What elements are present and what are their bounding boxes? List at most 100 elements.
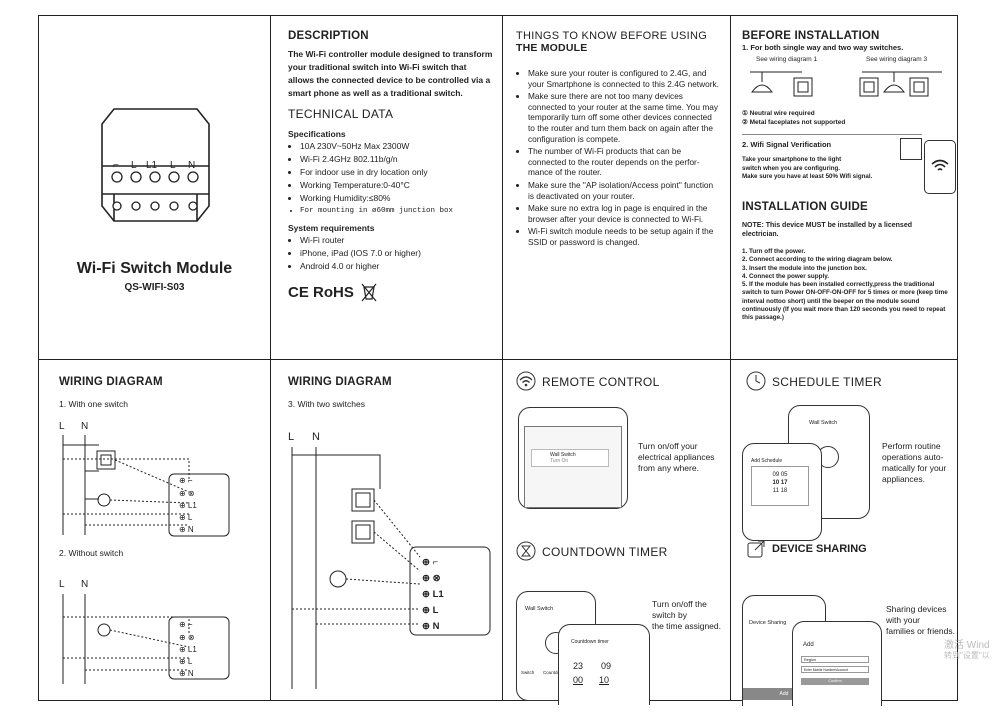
switch-icon — [900, 138, 922, 160]
account-field[interactable]: Enter Mobile Number/Account — [801, 666, 869, 673]
timer-hours: 23 — [573, 661, 584, 671]
wiring-sub-3: 3. With two switches — [288, 399, 365, 409]
wiring-diagram-3: ⊕ ⌐⊕ ⊗⊕ L1⊕ L⊕ N — [291, 447, 491, 689]
countdown-heading: COUNTDOWN TIMER — [542, 545, 668, 559]
sys-item: Wi-Fi router — [300, 235, 493, 246]
svg-text:⊕ ⊗: ⊕ ⊗ — [422, 573, 441, 584]
description-text: The Wi-Fi controller module designed to … — [288, 49, 493, 98]
divider — [270, 16, 271, 700]
wiring-sub-2: 2. Without switch — [59, 548, 124, 558]
before-heading: BEFORE INSTALLATION — [742, 30, 880, 42]
svg-text:⊕ N: ⊕ N — [179, 525, 194, 534]
app-label: Wall Switch — [525, 606, 554, 612]
svg-text:⌐: ⌐ — [113, 160, 119, 171]
wifi-icon — [931, 159, 949, 171]
remote-heading: REMOTE CONTROL — [542, 375, 660, 389]
terminal-label: N — [188, 160, 195, 171]
timer-label: Countdown timer — [571, 639, 609, 645]
line-label: L — [59, 579, 65, 590]
divider — [730, 16, 731, 700]
wifi-icon — [516, 371, 536, 391]
sys-item: iPhone, iPad (IOS 7.0 or higher) — [300, 248, 493, 259]
tab-countdown: Countdown — [543, 670, 566, 675]
things-panel: THINGS TO KNOW BEFORE USING THE MODULE M… — [516, 30, 721, 250]
note-faceplate: ② Metal faceplates not supported — [742, 119, 846, 126]
tab-switch: Switch — [521, 670, 535, 675]
spec-item: Wi-Fi 2.4GHz 802.11b/g/n — [300, 154, 493, 165]
add-schedule-label: Add Schedule — [751, 458, 783, 464]
switch-lamp-illustration — [750, 71, 942, 97]
svg-text:⊕ L: ⊕ L — [422, 605, 439, 616]
spec-item: 10A 230V~50Hz Max 2300W — [300, 141, 493, 152]
wiring-heading: WIRING DIAGRAM — [288, 376, 392, 388]
description-panel: DESCRIPTION The Wi-Fi controller module … — [288, 30, 493, 302]
sys-item: Android 4.0 or higher — [300, 261, 493, 272]
neutral-label: N — [81, 579, 89, 590]
schedule-heading: SCHEDULE TIMER — [772, 375, 882, 389]
watermark-line2: 转到"设置"以 — [944, 651, 990, 660]
sharing-heading: DEVICE SHARING — [772, 543, 867, 555]
share-icon — [747, 540, 765, 558]
sys-heading: System requirements — [288, 223, 375, 233]
spec-item: For mounting in ø60mm junction box — [300, 206, 493, 217]
line-label: L — [288, 431, 295, 443]
ce-rohs-mark: CE RoHS — [288, 283, 354, 301]
svg-text:⊕ L: ⊕ L — [179, 657, 193, 666]
timer-hours-selected: 00 — [573, 675, 584, 685]
app-label: Wall Switch — [809, 420, 838, 426]
manual-sheet: ⌐L L1 L N Wi-Fi Switch Module QS-WIFI-S0… — [38, 15, 959, 706]
svg-text:⊕ ⊗: ⊕ ⊗ — [179, 633, 195, 642]
see-diagram-3: See wiring diagram 3 — [866, 56, 928, 63]
certification-marks: CE RoHS — [288, 282, 493, 302]
wiring-diagram-1: ⊕ ⌐⊕ ⊗⊕ L1⊕ L⊕ N ⊕ ⌐⊕ ⊗⊕ L1⊕ L⊕ N — [62, 435, 230, 684]
spec-item: For indoor use in dry location only — [300, 167, 493, 178]
spec-item: Working Temperature:0-40°C — [300, 180, 493, 191]
line-label: L — [59, 421, 65, 432]
phone-sharing-front: Add Region Enter Mobile Number/Account C… — [792, 621, 882, 706]
things-heading-sub: THE MODULE — [516, 42, 588, 54]
wiring-panel-1: WIRING DIAGRAM 1. With one switch 2. Wit… — [39, 359, 270, 702]
see-diagram-1: See wiring diagram 1 — [756, 56, 818, 63]
region-field[interactable]: Region — [801, 656, 869, 663]
svg-text:⊕ L1: ⊕ L1 — [179, 501, 197, 510]
product-title: Wi-Fi Switch Module — [76, 260, 233, 277]
neutral-label: N — [81, 421, 89, 432]
svg-text:⊕ ⌐: ⊕ ⌐ — [422, 557, 438, 568]
confirm-button[interactable]: Confirm — [801, 678, 869, 685]
things-list: Make sure your router is configured to 2… — [516, 68, 721, 248]
svg-text:⊕ ⊗: ⊕ ⊗ — [179, 489, 195, 498]
app-panel-right: SCHEDULE TIMER Wall Switch Add Schedule … — [730, 359, 959, 706]
timer-minutes-selected: 10 — [599, 675, 610, 685]
things-item: Make sure your router is configured to 2… — [528, 68, 721, 89]
add-title: Add — [803, 642, 814, 648]
terminal-label: L — [170, 160, 176, 171]
app-label: Device Sharing — [749, 620, 787, 626]
guide-heading: INSTALLATION GUIDE — [742, 201, 868, 213]
things-item: Wi-Fi switch module needs to be setup ag… — [528, 226, 721, 247]
clock-icon — [746, 371, 766, 391]
things-item: Make sure there are not too many devices… — [528, 91, 721, 144]
svg-text:⊕ L1: ⊕ L1 — [179, 645, 197, 654]
product-panel: ⌐L L1 L N Wi-Fi Switch Module QS-WIFI-S0… — [39, 16, 270, 359]
timer-minutes: 09 — [601, 661, 612, 671]
guide-note: NOTE: This device MUST be installed by a… — [742, 222, 912, 238]
module-illustration: ⌐L L1 L N — [101, 108, 210, 222]
before-panel: BEFORE INSTALLATION 1. For both single w… — [742, 30, 956, 321]
svg-text:⊕ L1: ⊕ L1 — [422, 589, 444, 600]
description-heading: DESCRIPTION — [288, 30, 369, 42]
things-heading: THINGS TO KNOW BEFORE USING — [516, 30, 708, 42]
wiring-panel-3: WIRING DIAGRAM 3. With two switches L N … — [270, 359, 502, 702]
phone-countdown-front: Countdown timer 23 09 00 10 — [558, 624, 650, 705]
spec-item: Working Humidity:≤80% — [300, 193, 493, 204]
neutral-label: N — [312, 431, 320, 443]
before-step2: 2. Wifi Signal Verification — [742, 140, 832, 149]
